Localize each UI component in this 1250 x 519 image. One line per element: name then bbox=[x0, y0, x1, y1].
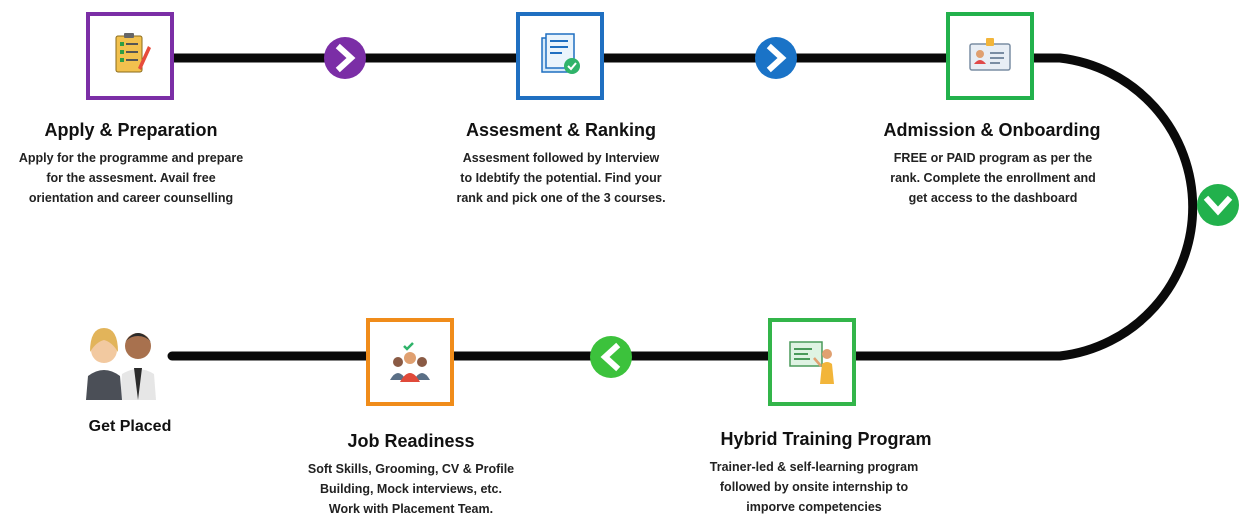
step-apply-description: Apply for the programme and prepare for … bbox=[18, 151, 244, 205]
step-assessment-description: Assesment followed by Interview to Idebt… bbox=[456, 151, 666, 205]
arrow-step4-to-step5 bbox=[590, 336, 632, 378]
step-readiness-description: Soft Skills, Grooming, CV & Profile Buil… bbox=[307, 462, 515, 516]
group-selected-icon bbox=[390, 342, 430, 382]
step-placed-title: Get Placed bbox=[88, 418, 172, 435]
step-apply-title: Apply & Preparation bbox=[44, 120, 218, 140]
step-admission-box bbox=[946, 12, 1034, 100]
step-admission-description: FREE or PAID program as per the rank. Co… bbox=[890, 151, 1096, 205]
chevron-left-icon bbox=[600, 342, 621, 372]
step-training-box bbox=[768, 318, 856, 406]
step-assessment-box bbox=[516, 12, 604, 100]
step-readiness-title: Job Readiness bbox=[347, 431, 475, 451]
chevron-right-icon bbox=[335, 43, 356, 73]
arrow-step2-to-step3 bbox=[755, 37, 797, 79]
step-admission-title: Admission & Onboarding bbox=[883, 120, 1101, 140]
id-card-icon bbox=[969, 38, 1011, 71]
arrow-step1-to-step2 bbox=[324, 37, 366, 79]
arrow-step3-to-step4 bbox=[1197, 184, 1239, 226]
step-assessment-title: Assesment & Ranking bbox=[465, 120, 657, 140]
chevron-right-icon bbox=[766, 43, 787, 73]
chevron-down-icon bbox=[1203, 195, 1233, 216]
professionals-icon bbox=[82, 316, 182, 400]
step-training-title: Hybrid Training Program bbox=[720, 429, 932, 449]
step-readiness-box bbox=[366, 318, 454, 406]
checklist-icon bbox=[115, 33, 151, 73]
step-training-description: Trainer-led & self-learning program foll… bbox=[709, 460, 919, 514]
assessment-document-icon bbox=[541, 33, 580, 74]
trainer-board-icon bbox=[789, 341, 834, 384]
step-apply-box bbox=[86, 12, 174, 100]
